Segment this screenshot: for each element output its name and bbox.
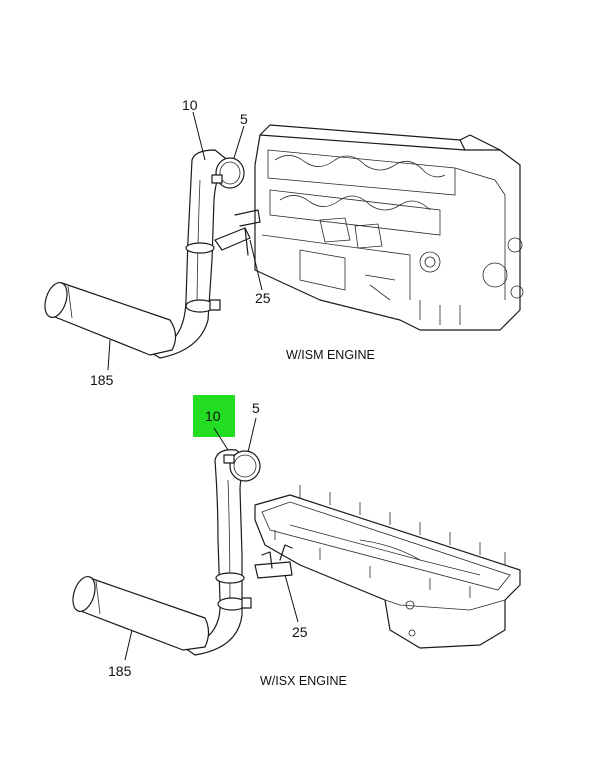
isx-bracket	[254, 544, 293, 579]
ism-pipe	[149, 149, 231, 359]
ism-tube	[44, 282, 177, 356]
isx-pipe	[184, 449, 253, 656]
ism-callout-bracket: 25	[255, 290, 271, 306]
ism-clamp	[211, 157, 245, 189]
ism-callout-clamp: 5	[240, 111, 248, 127]
isx-tube	[72, 576, 210, 651]
isx-caption: W/ISX ENGINE	[260, 674, 347, 688]
ism-bracket	[214, 209, 261, 256]
isx-engine-view: 10 5 25 185 W/ISX ENGINE	[72, 395, 521, 688]
isx-oil-pan	[254, 485, 521, 649]
ism-engine-block	[254, 124, 524, 331]
ism-callout-pipe: 10	[182, 97, 198, 113]
isx-callout-pipe[interactable]: 10	[205, 408, 221, 424]
isx-callout-clamp: 5	[252, 400, 260, 416]
ism-caption: W/ISM ENGINE	[286, 348, 375, 362]
isx-callout-bracket: 25	[292, 624, 308, 640]
ism-engine-view: 10 5 25 185 W/ISM ENGINE	[44, 97, 524, 388]
isx-clamp	[223, 450, 261, 482]
isx-callout-pipe-highlight[interactable]	[193, 395, 235, 437]
isx-callout-tube: 185	[108, 663, 132, 679]
ism-callout-tube: 185	[90, 372, 114, 388]
